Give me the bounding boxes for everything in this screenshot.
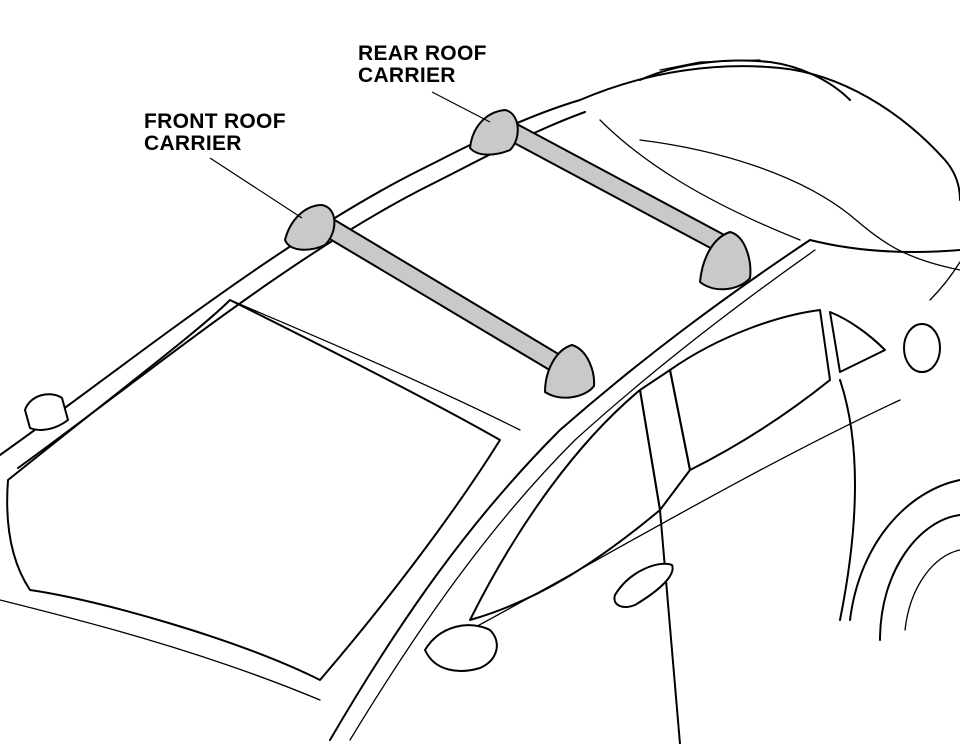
wheel-tire <box>879 514 960 641</box>
right-mirror <box>424 624 498 672</box>
front-carrier-bar <box>307 209 566 373</box>
rear-side-window <box>669 309 831 471</box>
b-pillar <box>639 369 691 511</box>
roof-panel-line-rear <box>599 119 801 241</box>
rear-roof-carrier-label: REAR ROOF CARRIER <box>358 43 487 87</box>
trunk-edge <box>809 239 960 253</box>
rear-roof-carrier <box>469 109 752 291</box>
quarter-window <box>829 311 886 373</box>
left-mirror <box>24 393 69 431</box>
front-carrier-foot-left <box>284 204 336 251</box>
rear-carrier-foot-left <box>469 109 519 156</box>
front-label-line-2: CARRIER <box>144 132 242 155</box>
roof-left-edge-inner <box>17 111 586 469</box>
rear-wheel <box>849 479 960 641</box>
rear-quarter <box>929 261 960 301</box>
roof-right-edge-inner <box>349 249 816 741</box>
wheel-rim <box>904 549 960 631</box>
front-carrier-leader <box>209 157 303 219</box>
rear-spoiler <box>639 59 851 101</box>
fuel-cap <box>903 323 941 373</box>
rear-roof-edge <box>579 65 960 201</box>
roof-panel-line-front <box>229 299 521 431</box>
door-cut-front <box>659 509 681 744</box>
door-belt-line <box>469 399 901 631</box>
rear-carrier-bar <box>489 114 731 253</box>
rear-label-line-1: REAR ROOF <box>358 42 487 65</box>
door-cut-rear <box>839 379 856 621</box>
rear-window-line <box>639 139 960 271</box>
side-windows <box>469 309 901 744</box>
rear-carrier-leader <box>431 91 491 123</box>
rear-spoiler-detail <box>659 59 761 71</box>
front-roof-carrier <box>284 204 596 399</box>
wheel-arch <box>849 479 960 621</box>
door-handle <box>613 562 674 608</box>
windshield <box>0 299 501 701</box>
windshield-lower-line <box>0 599 321 701</box>
roof-right-edge <box>329 239 811 741</box>
rear-carrier-foot-right <box>699 231 752 291</box>
rear-label-line-2: CARRIER <box>358 64 456 87</box>
front-carrier-foot-right <box>544 344 596 399</box>
windshield-outline <box>6 299 501 681</box>
front-roof-carrier-label: FRONT ROOF CARRIER <box>144 111 286 155</box>
front-label-line-1: FRONT ROOF <box>144 110 286 133</box>
